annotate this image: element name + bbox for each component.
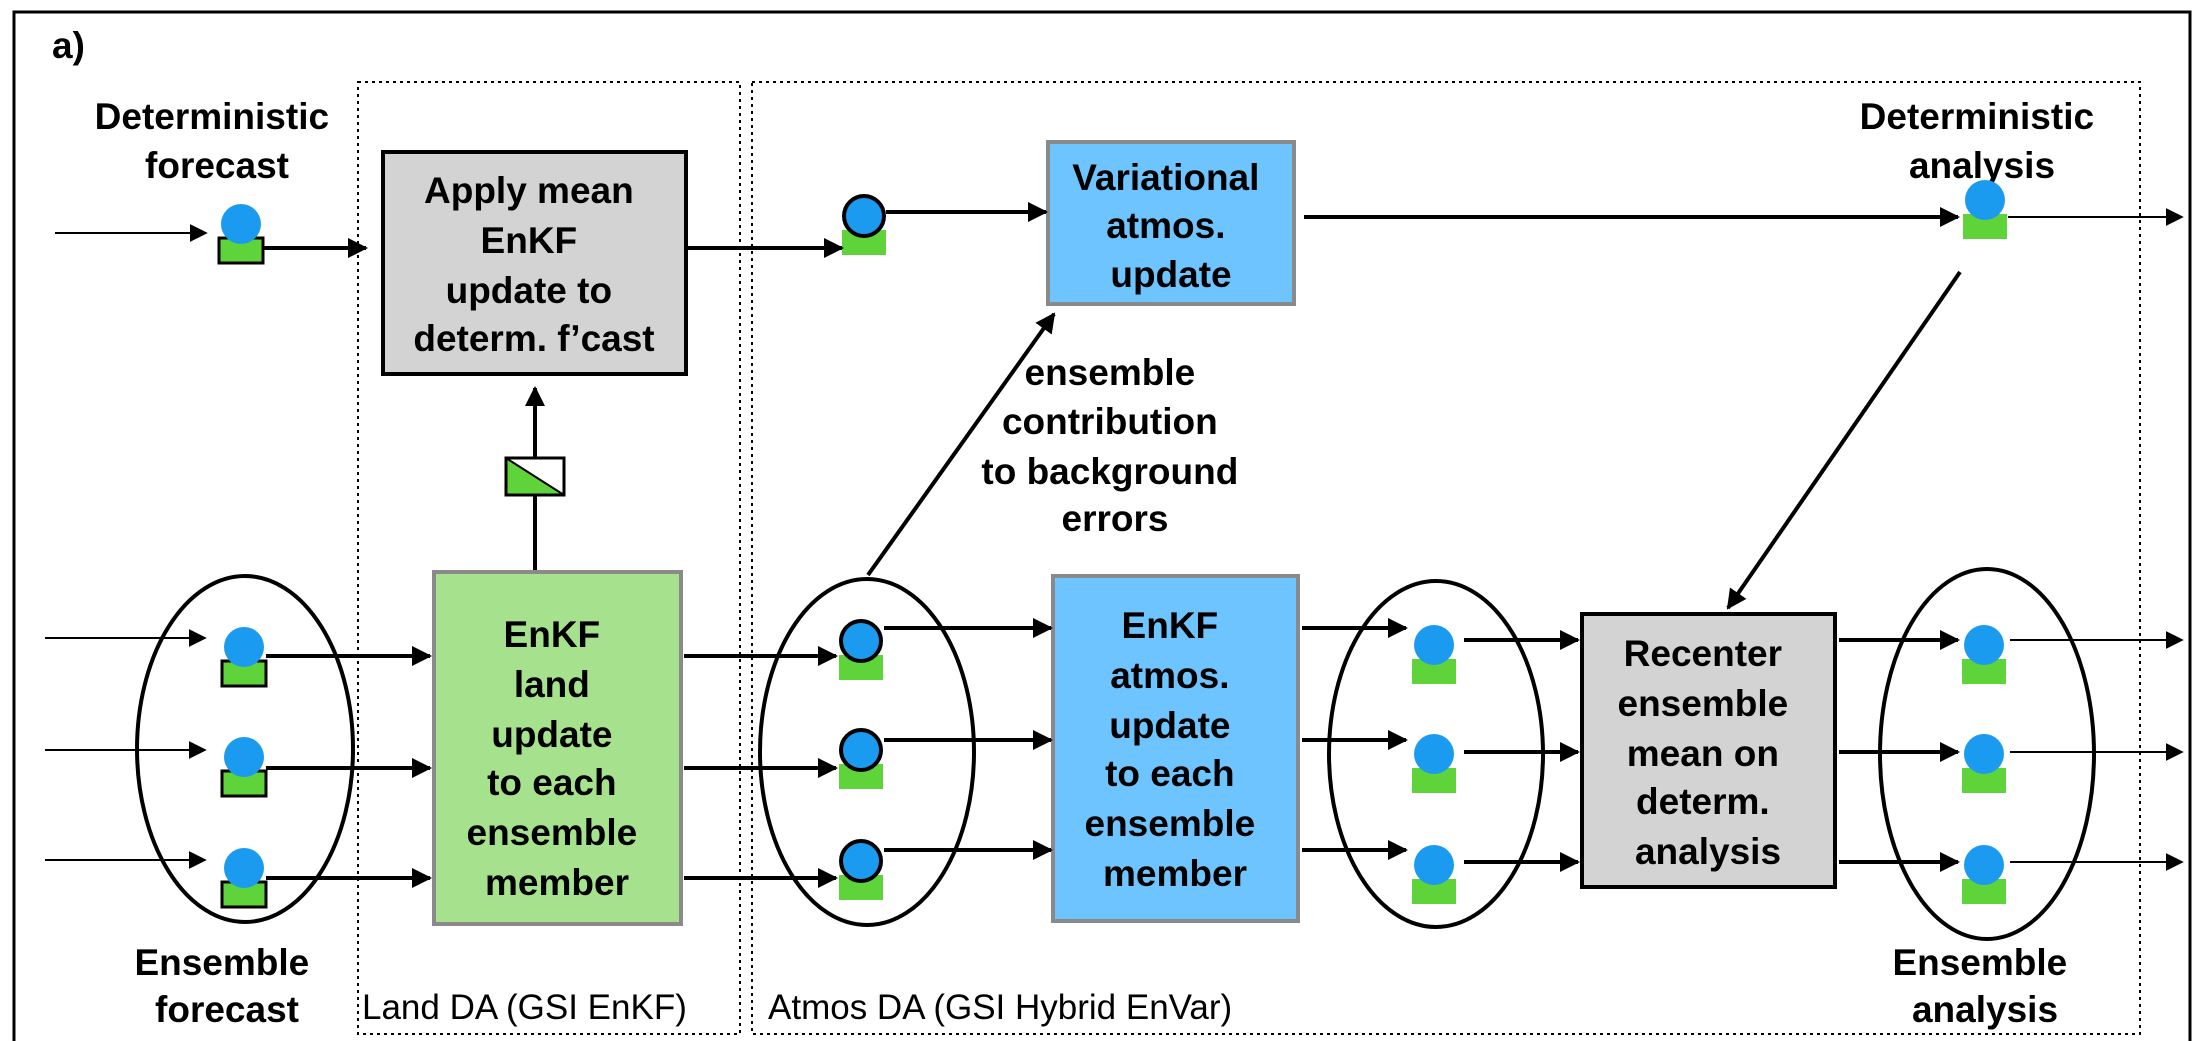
flow-arrows [45, 202, 2184, 888]
arrow-det-analysis-to-recenter [1726, 270, 1962, 610]
atmos-updated-member-2 [1412, 734, 1456, 793]
land-da-region [357, 81, 741, 1035]
svg-text:EnKF land update: EnKF land update to each ensemble member [467, 614, 648, 903]
ensemble-land-updated-ellipse [758, 577, 976, 927]
svg-text:Apply mean EnKF up: Apply mean EnKF update to determ. f’cast [413, 170, 654, 359]
atmos-updated-member-3 [1412, 845, 1456, 904]
ensemble-forecast-label: Ensemble forecast [134, 942, 319, 1030]
ensemble-analysis-member-1 [1962, 625, 2006, 684]
variational-update-box: Variational atmos. update [1046, 140, 1296, 306]
land-updated-member-2 [839, 728, 883, 789]
land-updated-member-1 [839, 619, 883, 680]
ensemble-forecast-member-1 [220, 627, 268, 688]
atmos-updated-member-1 [1412, 625, 1456, 684]
deterministic-analysis-label: Deterministic analysis [1860, 96, 2105, 186]
figure-frame [12, 10, 2192, 1041]
deterministic-analysis-state [1963, 180, 2007, 239]
arrow-ensemble-contribution [866, 312, 1056, 577]
enkf-land-box: EnKF land update to each ensemble member [432, 570, 683, 926]
ensemble-analysis-member-3 [1962, 845, 2006, 904]
ensemble-analysis-member-2 [1962, 734, 2006, 793]
state-markers [217, 180, 2007, 909]
recenter-box: Recenter ensemble mean on determ. analys… [1580, 612, 1837, 889]
deterministic-forecast-label: Deterministic forecast [95, 96, 340, 186]
land-updated-member-3 [839, 839, 883, 900]
apply-mean-box: Apply mean EnKF update to determ. f’cast [381, 150, 688, 376]
land-da-label: Land DA (GSI EnKF) [362, 988, 687, 1027]
ensemble-forecast-member-2 [220, 737, 268, 798]
enkf-atmos-box: EnKF atmos. update to each ensemble memb… [1051, 574, 1300, 923]
atmos-da-region [751, 81, 2141, 1035]
panel-label: a) [52, 25, 85, 66]
atmos-da-label: Atmos DA (GSI Hybrid EnVar) [768, 988, 1232, 1027]
deterministic-forecast-state [217, 204, 265, 265]
deterministic-land-updated-state [842, 194, 886, 255]
ensemble-analysis-label: Ensemble analysis [1892, 942, 2077, 1030]
ensemble-contribution-label: ensemble contribution to background erro… [981, 352, 1248, 539]
ensemble-forecast-member-3 [220, 848, 268, 909]
mean-increment-marker [504, 456, 566, 497]
svg-text:Variational atmos.: Variational atmos. update [1072, 157, 1269, 295]
svg-text:Recenter ensemble: Recenter ensemble mean on determ. analys… [1618, 633, 1799, 872]
svg-text:EnKF atmos. update: EnKF atmos. update to each ensemble memb… [1085, 605, 1266, 894]
